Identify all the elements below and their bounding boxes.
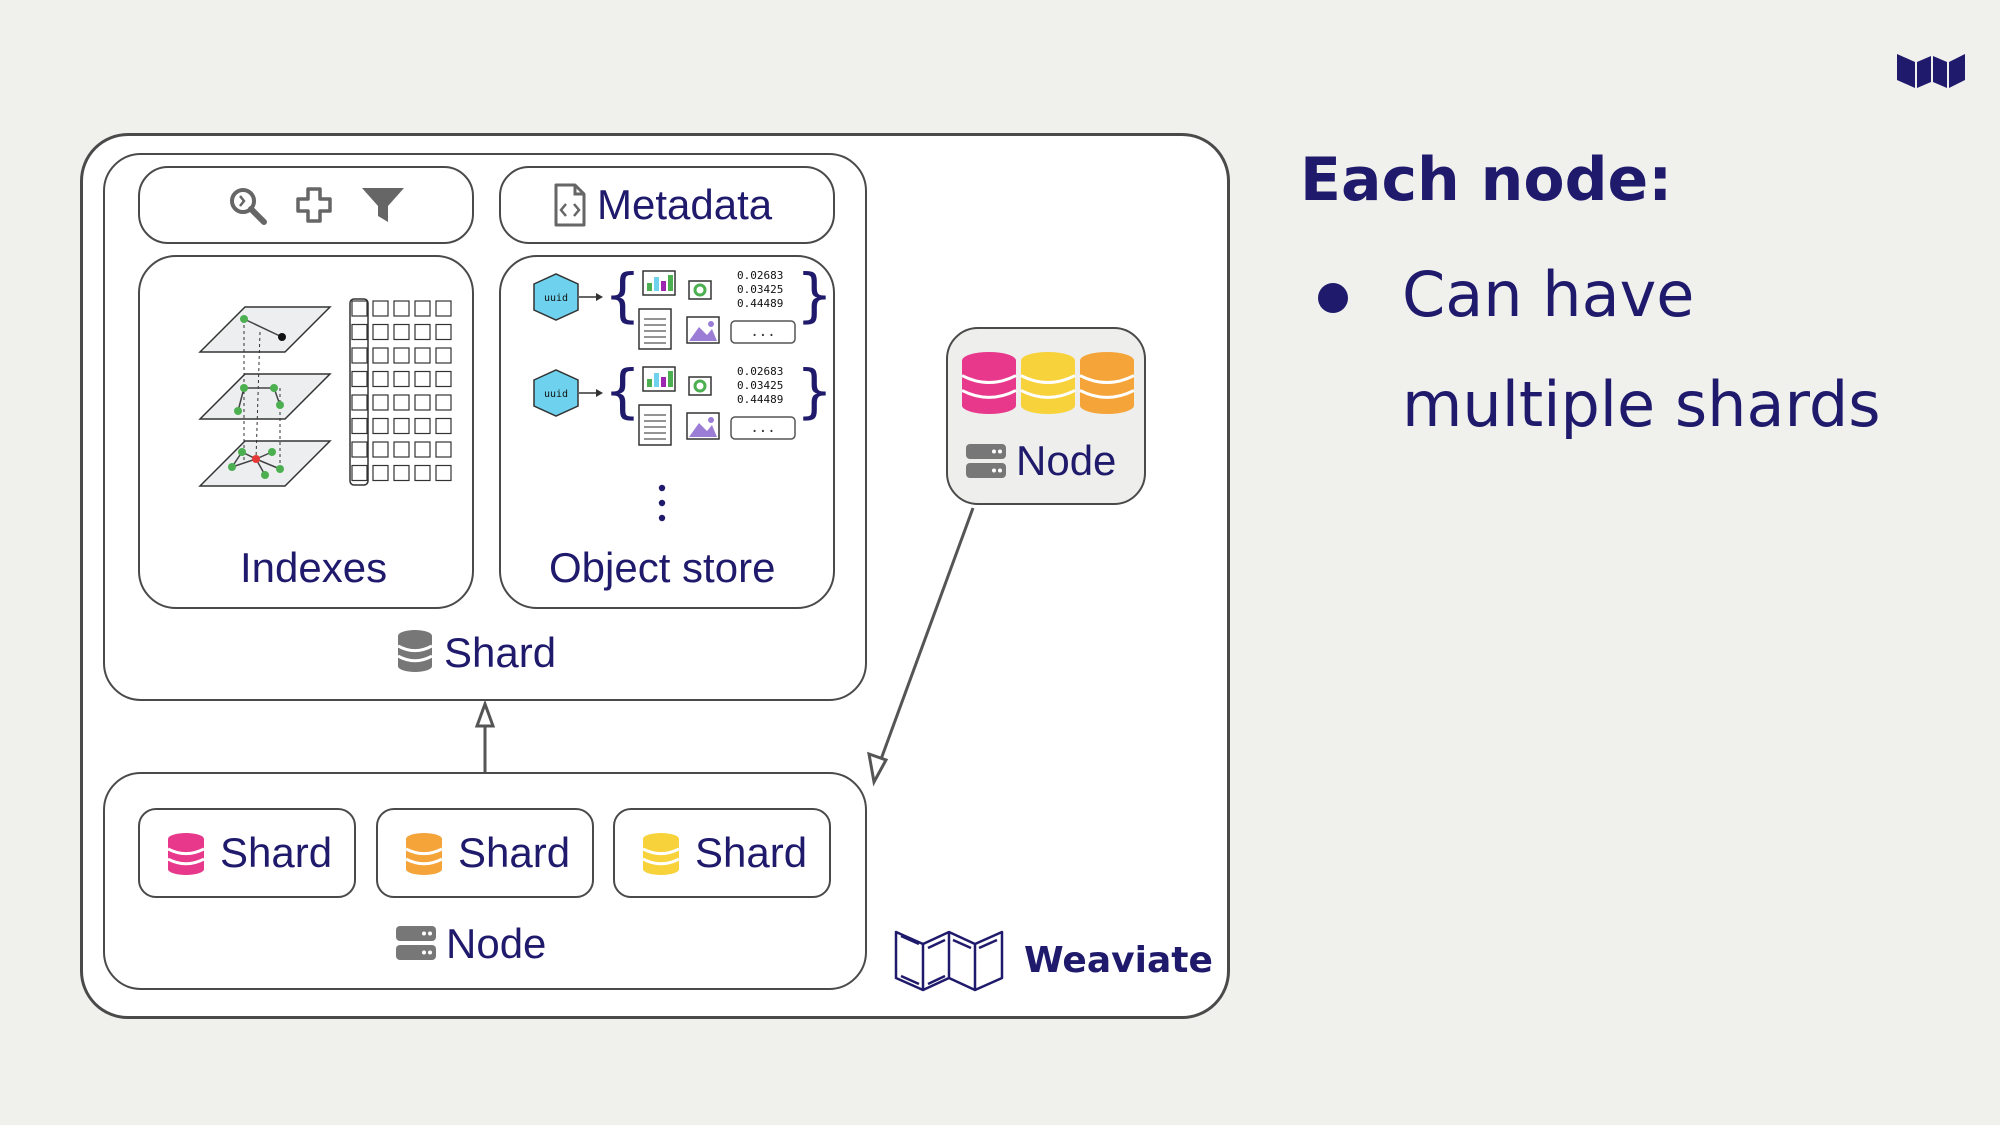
- metadata-label: Metadata: [597, 181, 773, 228]
- database-icon: [396, 629, 434, 673]
- object-row: uuid {} 0.026830.034250.44489...: [533, 357, 829, 446]
- metadata-box: Metadata: [499, 166, 835, 244]
- database-icon: [404, 831, 444, 877]
- database-icon: [166, 831, 206, 877]
- server-icon: [394, 924, 438, 962]
- vector-value: 0.03425: [737, 283, 783, 296]
- object-store-label: Object store: [549, 544, 776, 591]
- svg-text:{: {: [605, 269, 640, 329]
- node-shard-box: Shard: [613, 808, 831, 898]
- vector-value: 0.02683: [737, 269, 783, 282]
- svg-text:}: }: [797, 269, 829, 329]
- server-icon: [964, 442, 1008, 480]
- vector-value: 0.44489: [737, 393, 783, 406]
- svg-text:{: {: [605, 357, 640, 425]
- shard-label: Shard: [444, 629, 557, 676]
- vector-value: 0.44489: [737, 297, 783, 310]
- object-rows-illustration: uuid{}0.026830.034250.44489...uuid{}0.02…: [533, 269, 829, 446]
- uuid-label: uuid: [544, 389, 568, 400]
- vector-value: 0.02683: [737, 365, 783, 378]
- weaviate-logo-icon: [893, 920, 1005, 994]
- side-node-databases: [960, 350, 1136, 418]
- weaviate-wordmark: Weaviate: [1024, 940, 1213, 981]
- bullet-dot-icon: [1318, 283, 1348, 313]
- node-shard-label: Shard: [458, 829, 571, 876]
- bullet-text: Can have multiple shards: [1402, 258, 1881, 441]
- node-shard-box: Shard: [376, 808, 594, 898]
- database-icon: [641, 831, 681, 877]
- uuid-label: uuid: [544, 293, 568, 304]
- node-shard-label: Shard: [220, 829, 333, 876]
- slide-title: Each node:: [1300, 145, 1673, 215]
- object-row: uuid {} 0.026830.034250.44489...: [533, 269, 829, 350]
- code-file-icon: [553, 182, 587, 228]
- node-arrow: [867, 507, 975, 787]
- hnsw-index-illustration: [198, 298, 452, 487]
- node-shard-box: Shard: [138, 808, 356, 898]
- vertical-ellipsis-icon: [656, 483, 668, 525]
- side-node-label: Node: [1016, 437, 1117, 484]
- plus-icon: [295, 186, 333, 224]
- more-fields: ...: [750, 324, 775, 340]
- indexes-label: Indexes: [240, 544, 388, 591]
- node-label: Node: [446, 920, 547, 967]
- index-tools-box: [138, 166, 474, 244]
- search-icon: [226, 184, 270, 228]
- indexes-box: Indexes: [138, 255, 474, 609]
- svg-text:}: }: [797, 357, 829, 425]
- filter-icon: [360, 186, 406, 226]
- brand-logo-top: [1895, 48, 1967, 94]
- node-shard-label: Shard: [695, 829, 808, 876]
- more-fields: ...: [750, 420, 775, 436]
- vector-value: 0.03425: [737, 379, 783, 392]
